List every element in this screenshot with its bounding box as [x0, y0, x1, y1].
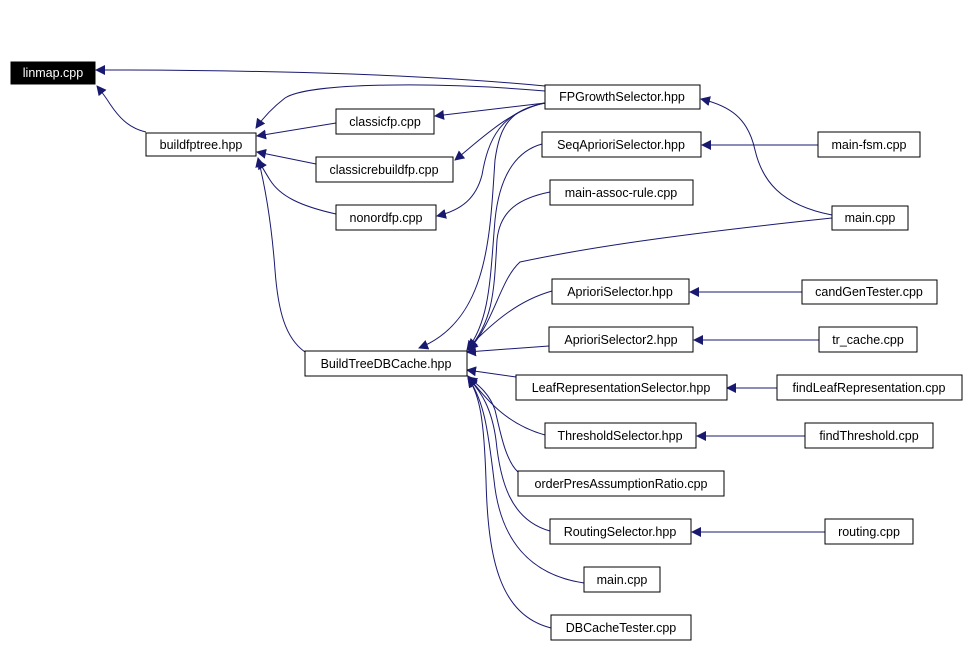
- edge-fpgrowthselector-to-buildtreedbcache: [418, 102, 546, 350]
- node-main-left[interactable]: main.cpp: [583, 566, 661, 593]
- svg-text:findLeafRepresentation.cpp: findLeafRepresentation.cpp: [793, 381, 946, 395]
- node-linmap[interactable]: linmap.cpp: [10, 61, 96, 85]
- svg-text:classicrebuildfp.cpp: classicrebuildfp.cpp: [329, 163, 438, 177]
- edge-buildtreedbcache-to-buildfptree: [255, 157, 306, 353]
- edge-dbcachetester-to-buildtreedbcache: [467, 377, 552, 629]
- svg-text:routing.cpp: routing.cpp: [838, 525, 900, 539]
- node-findleafrepresentation[interactable]: findLeafRepresentation.cpp: [776, 374, 963, 401]
- edge-main-left-to-buildtreedbcache: [467, 377, 585, 584]
- svg-text:main-assoc-rule.cpp: main-assoc-rule.cpp: [565, 186, 678, 200]
- node-candgentester[interactable]: candGenTester.cpp: [801, 279, 938, 305]
- svg-text:BuildTreeDBCache.hpp: BuildTreeDBCache.hpp: [321, 357, 452, 371]
- node-fpgrowthselector[interactable]: FPGrowthSelector.hpp: [544, 84, 701, 110]
- node-aprioriselector2[interactable]: AprioriSelector2.hpp: [548, 326, 694, 353]
- node-buildfptree[interactable]: buildfptree.hpp: [145, 132, 257, 157]
- edge-classicfp-to-buildfptree: [256, 122, 337, 140]
- svg-text:main.cpp: main.cpp: [597, 573, 648, 587]
- edge-aprioriselector2-to-buildtreedbcache: [466, 345, 550, 357]
- node-classicfp[interactable]: classicfp.cpp: [335, 108, 435, 135]
- edge-aprioriselector-to-buildtreedbcache: [467, 290, 553, 349]
- node-leafrepresentationselector[interactable]: LeafRepresentationSelector.hpp: [515, 374, 728, 401]
- edge-routingselector-to-buildtreedbcache: [467, 377, 551, 532]
- node-routing[interactable]: routing.cpp: [824, 518, 914, 545]
- svg-text:main.cpp: main.cpp: [845, 211, 896, 225]
- node-dbcachetester[interactable]: DBCacheTester.cpp: [550, 614, 692, 641]
- edge-main-right-to-fpgrowthselector: [700, 96, 833, 216]
- node-main-assoc-rule[interactable]: main-assoc-rule.cpp: [549, 179, 694, 206]
- svg-text:orderPresAssumptionRatio.cpp: orderPresAssumptionRatio.cpp: [535, 477, 708, 491]
- svg-text:ThresholdSelector.hpp: ThresholdSelector.hpp: [557, 429, 682, 443]
- node-tr-cache[interactable]: tr_cache.cpp: [818, 326, 918, 353]
- svg-text:main-fsm.cpp: main-fsm.cpp: [831, 138, 906, 152]
- node-thresholdselector[interactable]: ThresholdSelector.hpp: [544, 422, 697, 449]
- svg-text:LeafRepresentationSelector.hpp: LeafRepresentationSelector.hpp: [532, 381, 711, 395]
- svg-text:classicfp.cpp: classicfp.cpp: [349, 115, 421, 129]
- svg-text:FPGrowthSelector.hpp: FPGrowthSelector.hpp: [559, 90, 685, 104]
- node-orderpresassumptionratio[interactable]: orderPresAssumptionRatio.cpp: [517, 470, 725, 497]
- edge-seqaprioriselector-to-buildtreedbcache: [466, 143, 543, 351]
- edge-fpgrowthselector-to-linmap: [95, 65, 546, 87]
- edge-classicrebuildfp-to-buildfptree: [256, 148, 317, 165]
- edge-orderpresassumptionratio-to-buildtreedbcache: [467, 376, 519, 473]
- node-nonordfp[interactable]: nonordfp.cpp: [335, 204, 437, 231]
- edge-fpgrowthselector-to-buildfptree: [255, 84, 546, 129]
- node-main-right[interactable]: main.cpp: [831, 205, 909, 231]
- svg-text:buildfptree.hpp: buildfptree.hpp: [160, 138, 243, 152]
- edge-leafrepresentationselector-to-buildtreedbcache: [466, 366, 517, 378]
- svg-text:AprioriSelector2.hpp: AprioriSelector2.hpp: [564, 333, 677, 347]
- edge-buildfptree-to-linmap: [96, 85, 147, 133]
- svg-text:nonordfp.cpp: nonordfp.cpp: [350, 211, 423, 225]
- edge-main-assoc-rule-to-buildtreedbcache: [467, 191, 551, 351]
- svg-text:tr_cache.cpp: tr_cache.cpp: [832, 333, 904, 347]
- edge-main-right-to-buildtreedbcache: [468, 217, 833, 351]
- svg-text:findThreshold.cpp: findThreshold.cpp: [819, 429, 918, 443]
- edge-fpgrowthselector-to-nonordfp: [436, 102, 546, 219]
- node-classicrebuildfp[interactable]: classicrebuildfp.cpp: [315, 156, 454, 183]
- svg-text:AprioriSelector.hpp: AprioriSelector.hpp: [567, 285, 673, 299]
- svg-text:RoutingSelector.hpp: RoutingSelector.hpp: [564, 525, 677, 539]
- node-findthreshold[interactable]: findThreshold.cpp: [804, 422, 934, 449]
- edge-fpgrowthselector-to-classicfp: [434, 102, 546, 120]
- node-main-fsm[interactable]: main-fsm.cpp: [817, 131, 921, 158]
- node-seqaprioriselector[interactable]: SeqAprioriSelector.hpp: [541, 131, 702, 158]
- node-routingselector[interactable]: RoutingSelector.hpp: [549, 518, 692, 545]
- svg-text:linmap.cpp: linmap.cpp: [23, 66, 83, 80]
- node-buildtreedbcache[interactable]: BuildTreeDBCache.hpp: [304, 350, 468, 377]
- node-aprioriselector[interactable]: AprioriSelector.hpp: [551, 278, 690, 305]
- svg-text:candGenTester.cpp: candGenTester.cpp: [815, 285, 923, 299]
- svg-text:DBCacheTester.cpp: DBCacheTester.cpp: [566, 621, 677, 635]
- svg-text:SeqAprioriSelector.hpp: SeqAprioriSelector.hpp: [557, 138, 685, 152]
